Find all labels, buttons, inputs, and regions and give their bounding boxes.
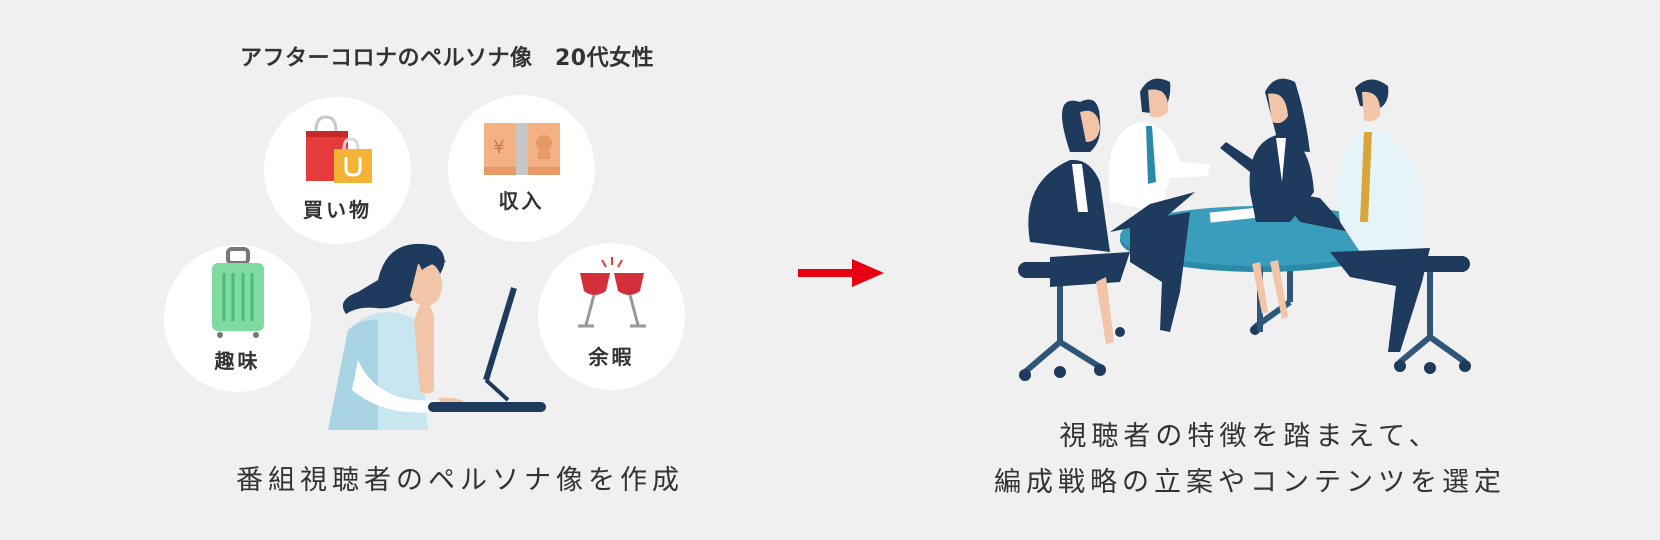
persona-item-leisure: 余暇 [538, 243, 685, 390]
result-caption-line1: 視聴者の特徴を踏まえて、 [1059, 421, 1441, 452]
svg-text:¥: ¥ [493, 137, 504, 158]
woman-at-computer-illustration [328, 243, 546, 430]
arrow-right-icon [798, 259, 884, 287]
business-meeting-illustration [1018, 78, 1471, 381]
persona-item-label: 買い物 [303, 198, 372, 222]
result-caption-line2: 編成戦略の立案やコンテンツを選定 [994, 467, 1506, 498]
persona-item-income: ¥ 収入 [448, 95, 595, 242]
persona-item-label: 趣味 [214, 349, 261, 373]
yen-banknotes-icon: ¥ [483, 123, 560, 175]
persona-item-label: 余暇 [588, 345, 635, 369]
shopping-bags-icon [305, 115, 372, 183]
persona-item-shopping: 買い物 [264, 97, 411, 244]
persona-item-hobby: 趣味 [164, 245, 311, 392]
wine-glasses-icon [577, 257, 646, 328]
persona-item-label: 収入 [498, 189, 545, 213]
persona-caption: 番組視聴者のペルソナ像を作成 [236, 465, 684, 496]
suitcase-icon [211, 247, 264, 338]
persona-title: アフターコロナのペルソナ像 20代女性 [240, 46, 655, 71]
